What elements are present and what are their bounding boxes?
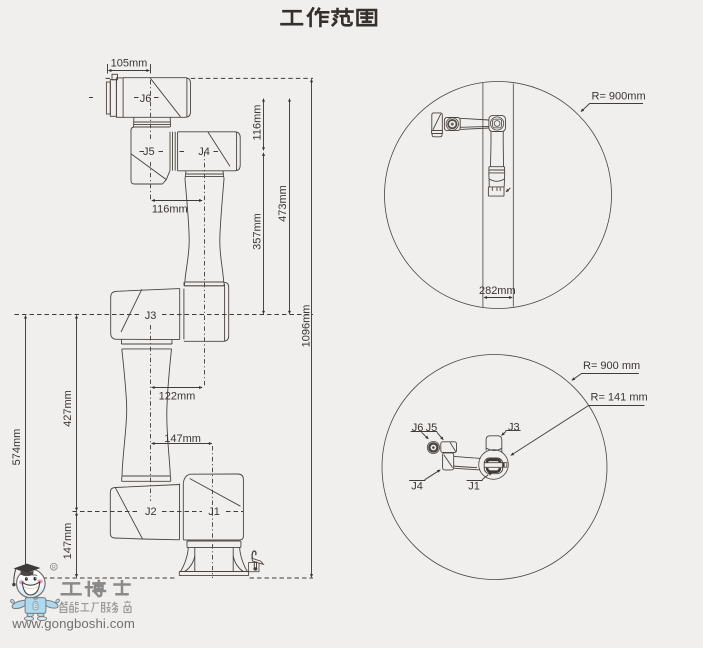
svg-text:J2: J2: [145, 506, 157, 518]
svg-text:J4: J4: [198, 146, 210, 158]
svg-text:J3: J3: [145, 310, 157, 322]
svg-text:116mm: 116mm: [251, 105, 263, 141]
svg-text:116mm: 116mm: [152, 204, 188, 216]
svg-text:J5: J5: [426, 422, 438, 434]
svg-text:J5: J5: [143, 146, 155, 158]
svg-text:357mm: 357mm: [251, 213, 263, 250]
svg-text:473mm: 473mm: [277, 185, 289, 222]
svg-text:R= 141 mm: R= 141 mm: [591, 392, 648, 404]
svg-text:147mm: 147mm: [164, 433, 201, 445]
svg-text:J1: J1: [208, 506, 220, 518]
svg-text:105mm: 105mm: [111, 57, 148, 69]
svg-text:R= 900 mm: R= 900 mm: [583, 360, 640, 372]
svg-text:J3: J3: [508, 421, 520, 433]
svg-text:www.gongboshi.com: www.gongboshi.com: [11, 616, 135, 631]
svg-text:574mm: 574mm: [11, 429, 23, 466]
svg-text:1096mm: 1096mm: [300, 305, 312, 348]
svg-text:J6: J6: [412, 422, 424, 434]
svg-text:J1: J1: [468, 480, 480, 492]
svg-text:147mm: 147mm: [62, 523, 74, 560]
svg-text:427mm: 427mm: [62, 390, 74, 427]
svg-text:R: R: [52, 565, 56, 571]
svg-text:R= 900mm: R= 900mm: [592, 90, 646, 102]
svg-text:J6: J6: [140, 93, 152, 105]
svg-text:J4: J4: [411, 480, 423, 492]
svg-text:122mm: 122mm: [159, 391, 196, 403]
svg-text:282mm: 282mm: [479, 285, 516, 297]
